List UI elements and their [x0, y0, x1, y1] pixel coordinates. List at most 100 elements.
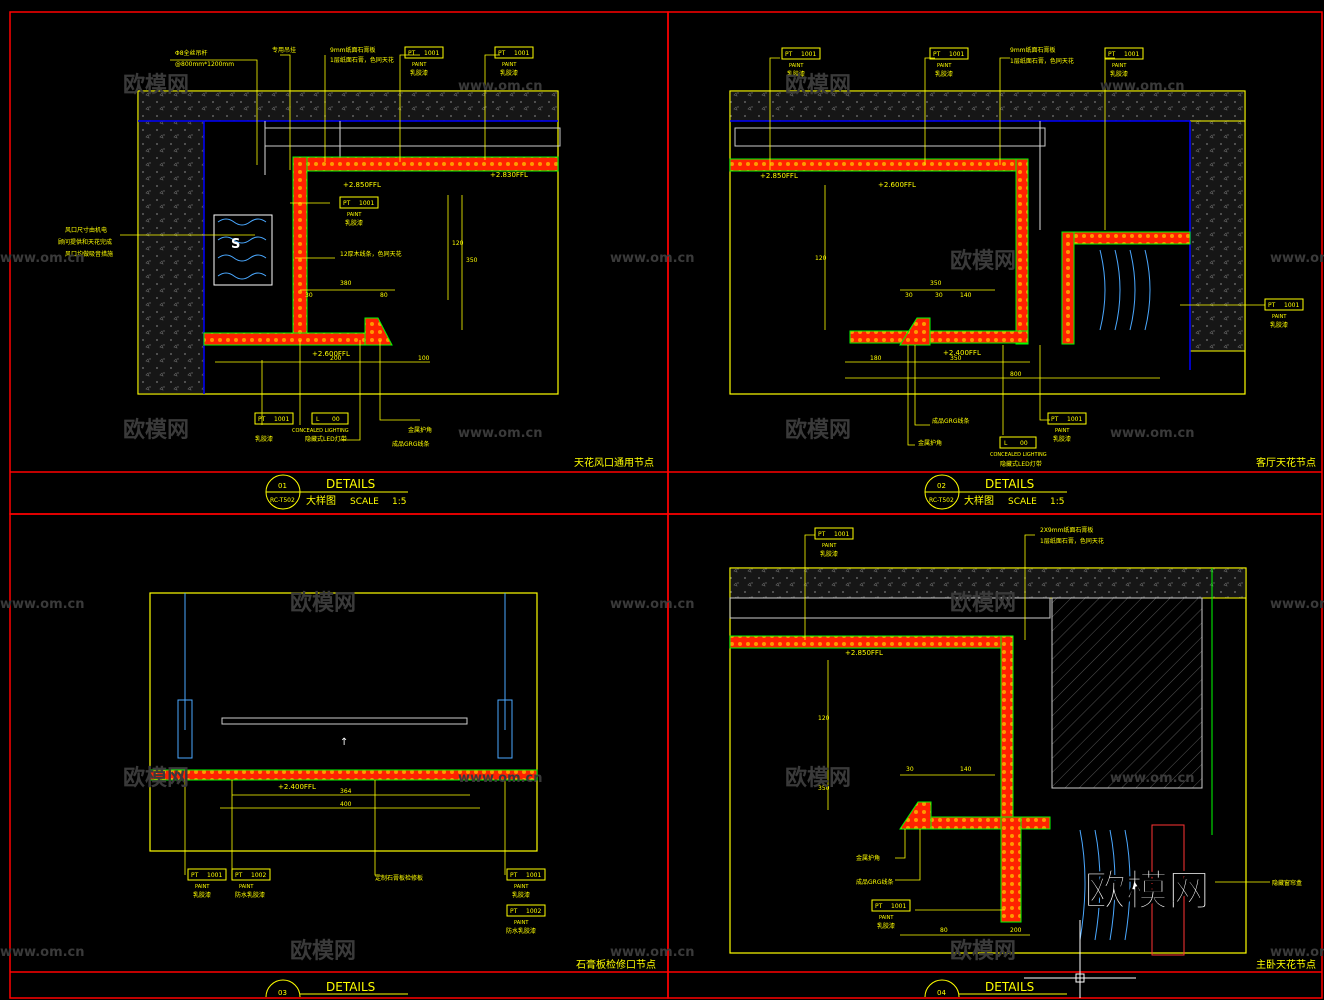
watermarks: 欧模网 欧模网 欧模网 欧模网 欧模网 欧模网 欧模网 欧模网 欧模网 欧模网 …: [0, 72, 1324, 964]
svg-text:欧模网: 欧模网: [785, 72, 851, 98]
svg-text:1001: 1001: [1284, 302, 1299, 309]
svg-text:PT: PT: [510, 872, 518, 879]
scale-label-02: SCALE: [1008, 497, 1037, 507]
dim-01-e: 350: [466, 257, 478, 264]
light-tag-02: L 00: [999, 436, 1037, 449]
label-04-board: 2X9mm纸面石膏板: [1040, 526, 1093, 534]
dim-02-a: 350: [930, 280, 942, 287]
label-04-corner: 金属护角: [856, 854, 880, 862]
svg-text:L: L: [1004, 440, 1008, 447]
label-01-board-note: 1层纸面石膏，色同天花: [330, 56, 394, 64]
level-02-a: +2.850FFL: [760, 172, 798, 180]
svg-text:欧模网: 欧模网: [950, 938, 1016, 964]
caption-03: 石膏板检修口节点: [576, 958, 656, 971]
svg-text:www.om.cn: www.om.cn: [610, 945, 695, 960]
paint-tag-03-a: PT 1001 PAINT 乳胶漆: [187, 868, 227, 899]
svg-text:欧模网: 欧模网: [123, 72, 189, 98]
label-03-access: 定制石膏板检修板: [375, 874, 423, 882]
svg-text:欧模网: 欧模网: [123, 765, 189, 791]
paint-tag-02-e: PT 1001 PAINT 乳胶漆: [1047, 412, 1087, 443]
svg-text:PAINT: PAINT: [789, 63, 804, 69]
dim-03-outer: 400: [340, 801, 352, 808]
svg-text:乳胶漆: 乳胶漆: [820, 550, 838, 558]
svg-text:1001: 1001: [274, 416, 289, 423]
dim-04-e: 80: [940, 927, 948, 934]
detail-title-04: DETAILS: [985, 980, 1034, 994]
dim-02-h: 800: [1010, 371, 1022, 378]
svg-text:PT: PT: [510, 908, 518, 915]
light-tag-01: L 00: [311, 412, 349, 425]
svg-text:www.om.cn: www.om.cn: [610, 597, 695, 612]
svg-text:PAINT: PAINT: [822, 543, 837, 549]
detail-subtitle-02: 大样图: [964, 494, 994, 507]
label-02-board: 9mm纸面石膏板: [1010, 46, 1056, 54]
sheet-frames: [9, 11, 1323, 999]
label-01-light-name: 隐藏式LED灯带: [305, 435, 347, 443]
label-01-profile: 12厚木线条，色同天花: [340, 250, 402, 258]
svg-text:www.om.cn: www.om.cn: [1100, 79, 1185, 94]
svg-text:欧模网: 欧模网: [785, 765, 851, 791]
level-01-b: +2.830FFL: [490, 171, 528, 179]
svg-text:乳胶漆: 乳胶漆: [410, 69, 428, 77]
svg-text:www.om.cn: www.om.cn: [1110, 426, 1195, 441]
svg-text:PAINT: PAINT: [347, 212, 362, 218]
svg-text:www.om.cn: www.om.cn: [1270, 945, 1324, 960]
paint-tag-01-b: PT 1001 PAINT 乳胶漆: [494, 46, 534, 77]
title-block-01: 天花风口通用节点 01 RC-T502 DETAILS 大样图 SCALE 1:…: [265, 456, 654, 510]
svg-text:PT: PT: [343, 200, 351, 207]
scale-value-02: 1:5: [1050, 497, 1064, 507]
label-02-light-word: CONCEALED LIGHTING: [990, 452, 1047, 458]
level-01-c: +2.600FFL: [312, 350, 350, 358]
svg-text:PAINT: PAINT: [502, 62, 517, 68]
svg-text:PAINT: PAINT: [514, 920, 529, 926]
panel-04-drawing: 120 30 140 350 80 200 +2.850FFL 2X9mm纸面石…: [729, 526, 1302, 998]
svg-text:欧模网: 欧模网: [290, 590, 356, 616]
detail-subtitle-01: 大样图: [306, 494, 336, 507]
label-01-vent-1: 风口尺寸由机电: [65, 226, 107, 234]
svg-text:乳胶漆: 乳胶漆: [787, 70, 805, 78]
svg-text:乳胶漆: 乳胶漆: [935, 70, 953, 78]
paint-tag-02-d: PT 1001 PAINT 乳胶漆: [1264, 298, 1304, 329]
svg-text:乳胶漆: 乳胶漆: [193, 891, 211, 899]
panel-01-drawing: S 380 30 80 120 350 200 100 +2.850FFL +2…: [58, 46, 561, 448]
level-03: +2.400FFL: [278, 783, 316, 791]
svg-text:1001: 1001: [1124, 51, 1139, 58]
svg-text:www.om.cn: www.om.cn: [0, 251, 85, 266]
dim-02-d: 30: [935, 292, 943, 299]
detail-ref-02: RC-T502: [929, 497, 954, 504]
label-01-vent-2: 顾问提供和天花完成: [58, 238, 112, 246]
dim-01-a: 380: [340, 280, 352, 287]
dim-02-f: 180: [870, 355, 882, 362]
svg-text:乳胶漆: 乳胶漆: [500, 69, 518, 77]
svg-text:PT: PT: [1268, 302, 1276, 309]
level-02-c: +2.400FFL: [943, 349, 981, 357]
svg-text:00: 00: [1020, 440, 1028, 447]
label-01-hanger-spec: @800mm*1200mm: [175, 61, 234, 68]
svg-text:1002: 1002: [251, 872, 266, 879]
label-01-vent-3: 风口均做吸音措施: [65, 250, 113, 258]
detail-number-02: 02: [937, 482, 946, 490]
svg-text:www.om.cn: www.om.cn: [458, 79, 543, 94]
svg-text:PT: PT: [498, 50, 506, 57]
svg-text:欧模网: 欧模网: [950, 248, 1016, 274]
svg-text:PT: PT: [785, 51, 793, 58]
title-block-04: 主卧天花节点 04 DETAILS: [924, 958, 1316, 998]
svg-text:PAINT: PAINT: [514, 884, 529, 890]
svg-text:PT: PT: [875, 903, 883, 910]
paint-tag-04-a: PT 1001 PAINT 乳胶漆: [814, 527, 854, 558]
dim-02-g: 350: [950, 355, 962, 362]
dim-01-g: 100: [418, 355, 430, 362]
svg-text:PT: PT: [818, 531, 826, 538]
detail-number-04: 04: [937, 989, 946, 997]
dim-04-b: 30: [906, 766, 914, 773]
svg-text:欧模网: 欧模网: [950, 590, 1016, 616]
dim-02-c: 30: [905, 292, 913, 299]
svg-text:防水乳胶漆: 防水乳胶漆: [235, 891, 265, 899]
paint-tag-01-d: PT 1001: [254, 412, 294, 425]
svg-text:www.om.cn: www.om.cn: [0, 945, 85, 960]
label-01-corner: 金属护角: [408, 426, 432, 434]
svg-text:1001: 1001: [207, 872, 222, 879]
dim-04-d: 350: [818, 785, 830, 792]
vent-symbol: S: [231, 237, 240, 252]
